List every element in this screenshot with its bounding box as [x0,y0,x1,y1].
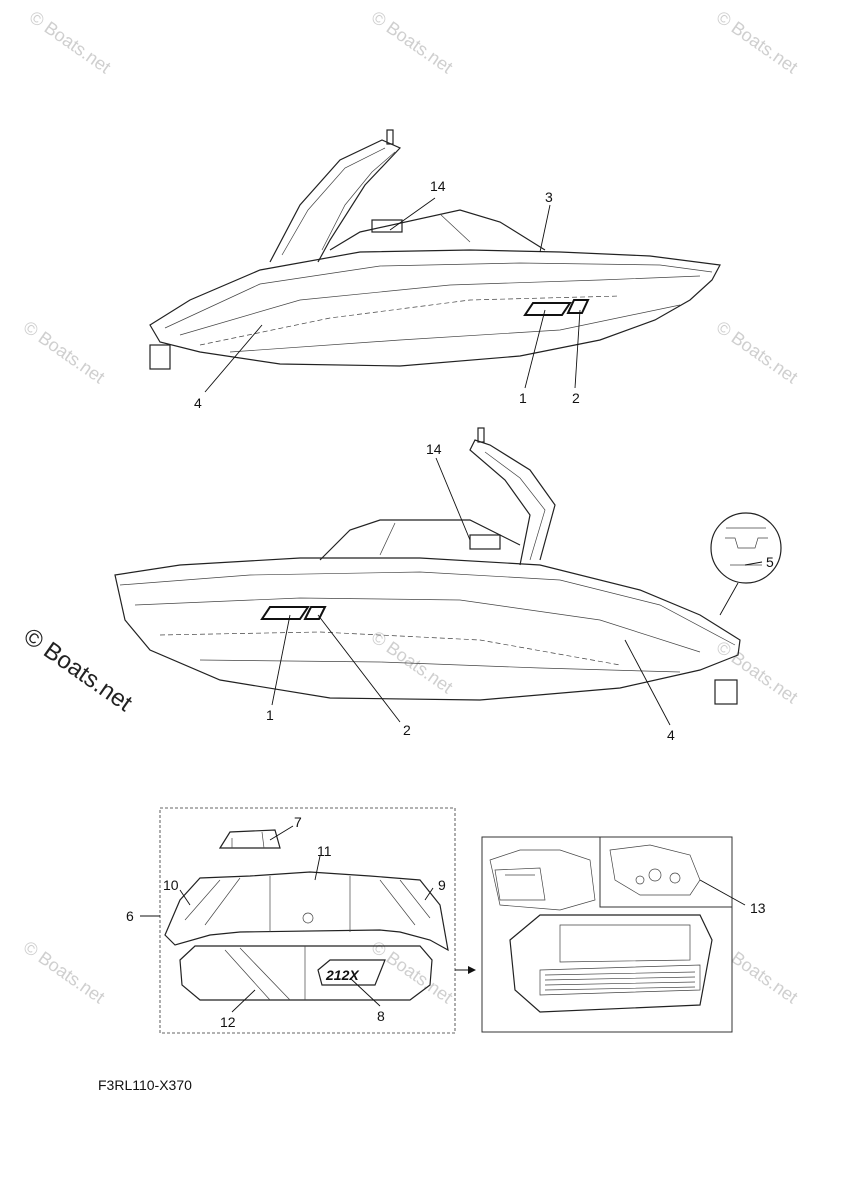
diagram-code: F3RL110-X370 [98,1077,192,1093]
callout-bot-9: 9 [438,877,446,893]
callout-top-4: 4 [194,395,202,411]
callout-top-3: 3 [545,189,553,205]
leaders-top [204,197,581,393]
callout-mid-4: 4 [667,727,675,743]
leaders-bottom [179,825,434,1013]
inset-detail-5 [710,512,782,584]
callout-mid-2: 2 [403,722,411,738]
boat-top-view [149,129,721,370]
interior-view [481,836,746,1033]
callout-top-1: 1 [519,390,527,406]
callout-mid-1: 1 [266,707,274,723]
callout-mid-5: 5 [766,554,774,570]
callout-bot-6: 6 [126,908,134,924]
mat-logo: 212X [325,967,360,983]
leaders-middle [271,457,763,726]
watermark: © Boats.net [713,7,802,77]
callout-bot-11: 11 [317,843,332,859]
watermark: © Boats.net [20,937,109,1007]
callout-top-14: 14 [430,178,446,194]
callout-mid-14: 14 [426,441,442,457]
watermark: © Boats.net [20,317,109,387]
watermark-large: © Boats.net [19,623,138,717]
decal-1-top [523,302,572,316]
watermark: © Boats.net [713,317,802,387]
decal-2-middle [303,606,327,620]
decal-1-middle [260,606,310,620]
callout-bot-8: 8 [377,1008,385,1024]
callout-top-2: 2 [572,390,580,406]
watermark: © Boats.net [368,7,457,77]
callout-bot-13: 13 [750,900,766,916]
callout-labels: 14 3 1 2 4 14 5 1 2 4 7 11 10 9 6 12 8 1… [126,178,774,1030]
mat-kit-panel: 212X [140,807,476,1034]
watermark: © Boats.net [713,637,802,707]
callout-bot-12: 12 [220,1014,236,1030]
callout-bot-10: 10 [163,877,179,893]
watermark: © Boats.net [26,7,115,77]
callout-bot-7: 7 [294,814,302,830]
decal-2-top [566,299,590,314]
boat-middle-view [114,427,782,705]
